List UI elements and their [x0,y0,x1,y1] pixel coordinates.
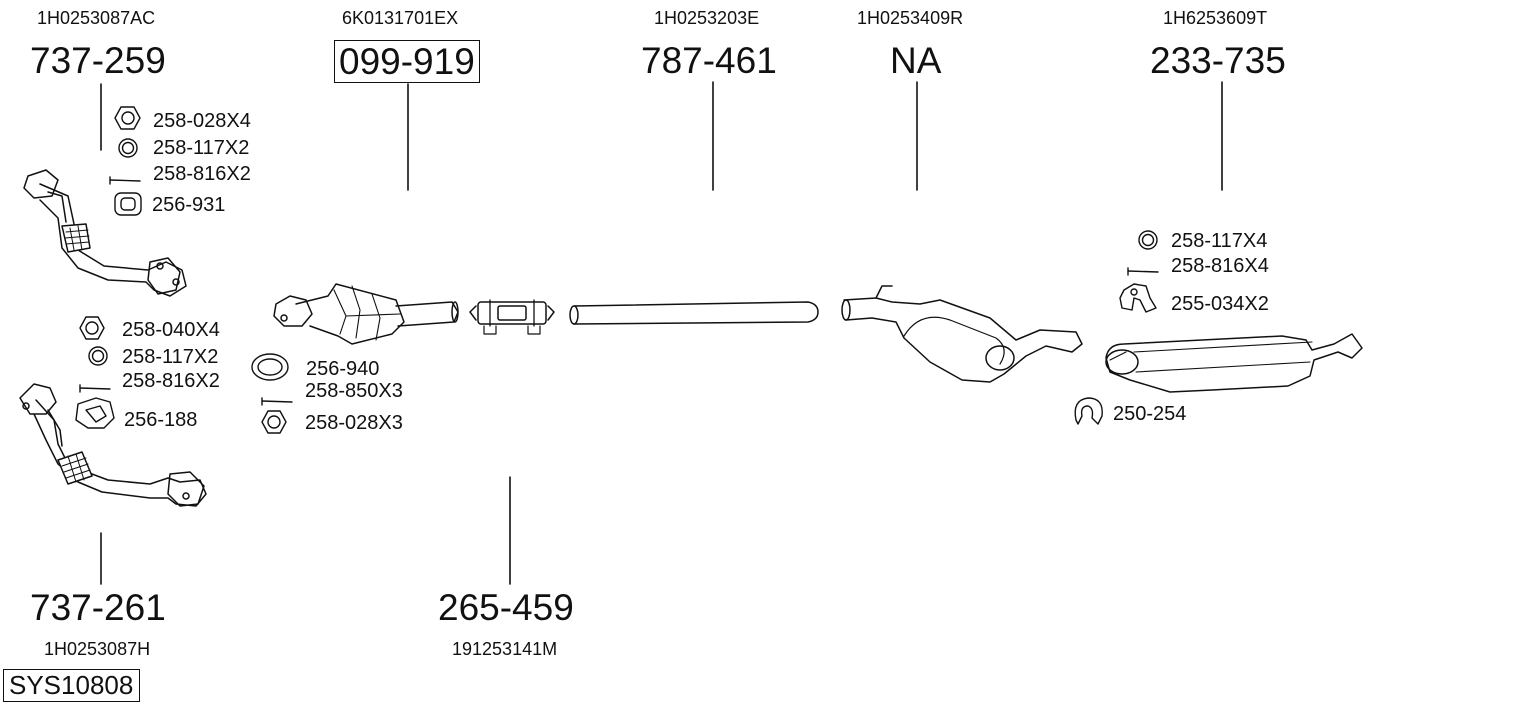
fitting-label[interactable]: 258-117X2 [122,346,219,368]
fitting-label[interactable]: 258-040X4 [122,319,220,341]
oem-middle-silencer: 1H0253409R [857,8,964,28]
front-pipe-upper-drawing [23,169,187,297]
oem-center-pipe: 1H0253203E [654,8,760,28]
fitting-label[interactable]: 258-816X4 [1171,255,1269,277]
oem-clamp: 191253141M [452,639,558,659]
fitting-label[interactable]: 258-117X2 [153,137,250,159]
clamp-drawing [469,299,555,335]
fitting-label[interactable]: 258-850X3 [305,380,403,402]
fitting-label[interactable]: 258-816X2 [122,370,220,392]
fitting-label[interactable]: 258-117X4 [1171,230,1268,252]
oem-front-pipe-lower: 1H0253087H [44,639,151,659]
part-number-middle-silencer[interactable]: NA [890,40,942,81]
part-number-rear-silencer[interactable]: 233-735 [1150,40,1286,81]
fitting-label[interactable]: 255-034X2 [1171,293,1269,315]
fitting-label[interactable]: 258-028X4 [153,110,251,132]
fitting-label[interactable]: 258-028X3 [305,412,403,434]
part-number-front-pipe-upper[interactable]: 737-259 [30,40,166,81]
middle-silencer-drawing [841,285,1083,383]
fitting-label[interactable]: 258-816X2 [153,163,251,185]
fitting-icons-upper [109,106,142,216]
catalyst-drawing [273,283,459,345]
front-pipe-lower-drawing [19,383,207,507]
oem-catalyst: 6K0131701EX [342,8,459,28]
leader-lines [100,81,1223,585]
part-number-center-pipe[interactable]: 787-461 [641,40,777,81]
fitting-icons-lower [75,316,115,429]
oem-front-pipe-upper: 1H0253087AC [37,8,156,28]
part-number-catalyst[interactable]: 099-919 [334,40,480,83]
fitting-label-rear-clamp[interactable]: 250-254 [1113,403,1187,425]
part-number-front-pipe-lower[interactable]: 737-261 [30,587,166,628]
fitting-icons-catalyst [251,353,293,434]
fitting-icons-rear [1074,230,1159,425]
rear-silencer-drawing [1105,333,1363,393]
center-pipe-drawing [569,301,819,325]
system-reference: SYS10808 [3,669,141,702]
fitting-label[interactable]: 256-931 [152,194,226,216]
part-number-clamp[interactable]: 265-459 [438,587,574,628]
oem-rear-silencer: 1H6253609T [1163,8,1268,28]
fitting-label[interactable]: 256-940 [306,358,380,380]
fitting-label[interactable]: 256-188 [124,409,198,431]
